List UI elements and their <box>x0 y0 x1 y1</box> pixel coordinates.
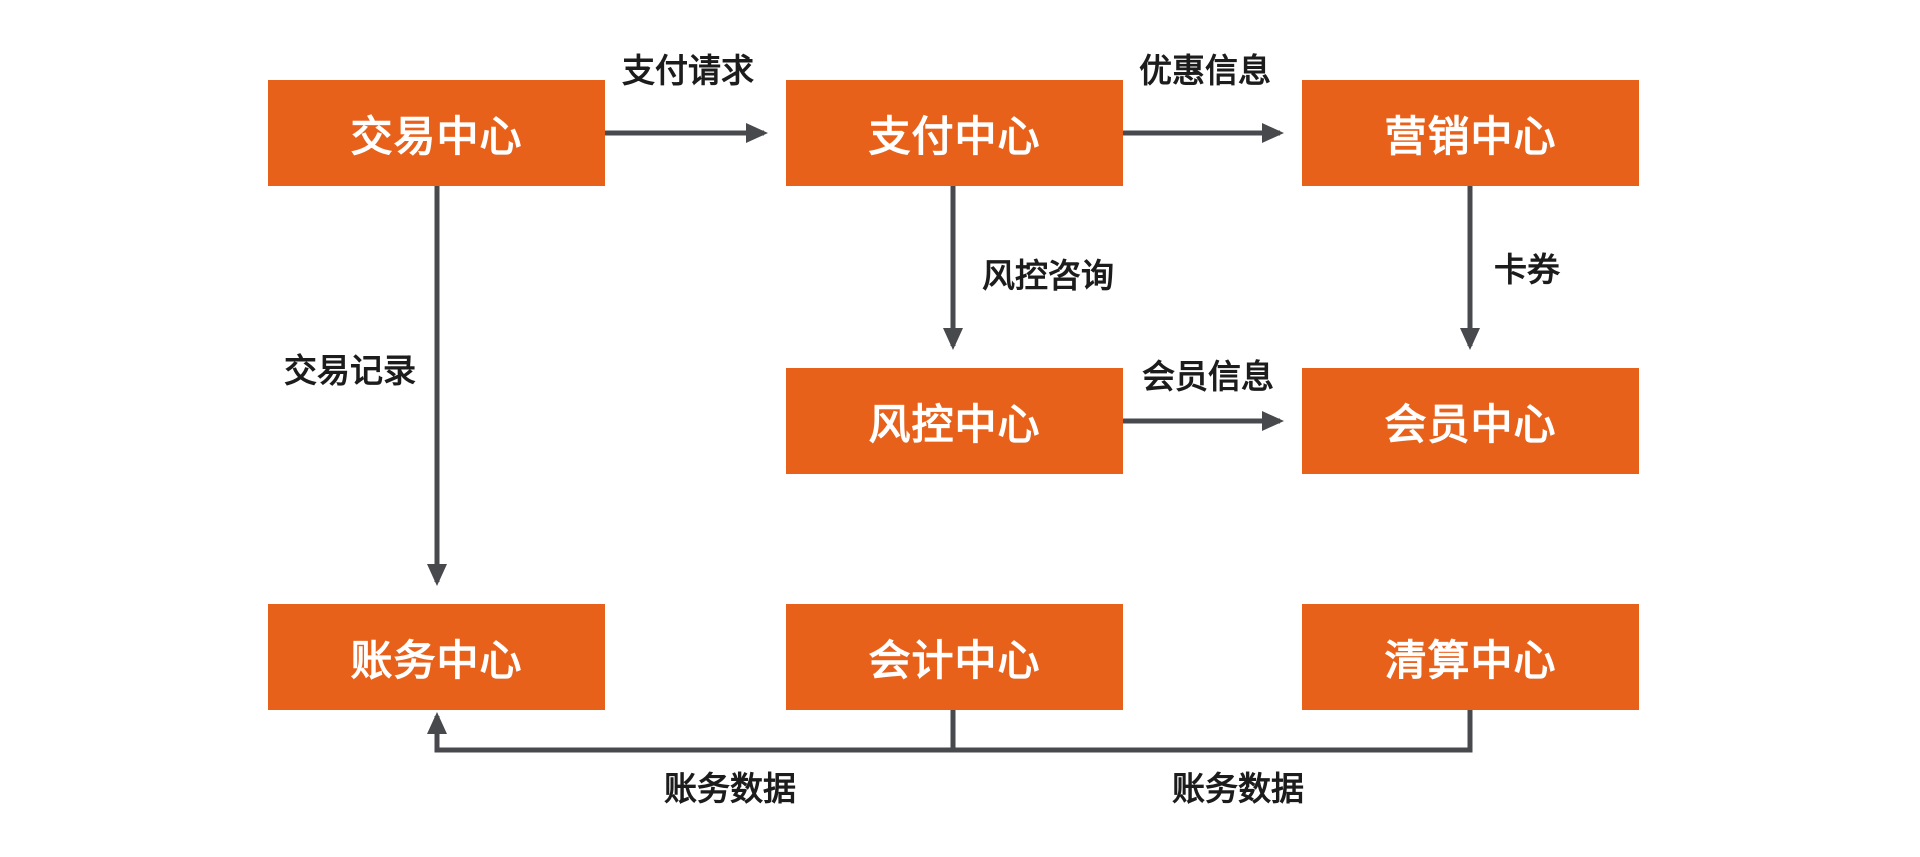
node-accounting-center: 会计中心 <box>786 604 1123 710</box>
line-clearing-bus-to-account <box>427 710 1473 753</box>
node-risk-center-label: 风控中心 <box>868 399 1041 449</box>
edge-label-card-coupon: 卡券 <box>1494 250 1560 289</box>
node-payment-center: 支付中心 <box>786 80 1123 186</box>
edge-label-risk-consult: 风控咨询 <box>982 256 1114 295</box>
edge-label-account-data-left: 账务数据 <box>664 769 796 808</box>
edge-label-trade-record: 交易记录 <box>284 351 416 390</box>
node-marketing-center-label: 营销中心 <box>1384 111 1557 161</box>
node-account-center-label: 账务中心 <box>350 635 523 685</box>
node-trade-center-label: 交易中心 <box>350 111 523 161</box>
node-risk-center: 风控中心 <box>786 368 1123 474</box>
node-clearing-center: 清算中心 <box>1302 604 1639 710</box>
edge-label-account-data-right: 账务数据 <box>1172 769 1304 808</box>
node-account-center: 账务中心 <box>268 604 605 710</box>
node-member-center: 会员中心 <box>1302 368 1639 474</box>
edge-label-payment-request: 支付请求 <box>622 51 754 90</box>
node-accounting-center-label: 会计中心 <box>868 635 1041 685</box>
edge-label-member-info: 会员信息 <box>1142 357 1274 396</box>
node-payment-center-label: 支付中心 <box>868 111 1041 161</box>
edge-label-discount-info: 优惠信息 <box>1139 51 1271 90</box>
node-trade-center: 交易中心 <box>268 80 605 186</box>
node-clearing-center-label: 清算中心 <box>1384 635 1557 685</box>
node-marketing-center: 营销中心 <box>1302 80 1639 186</box>
node-member-center-label: 会员中心 <box>1384 399 1557 449</box>
